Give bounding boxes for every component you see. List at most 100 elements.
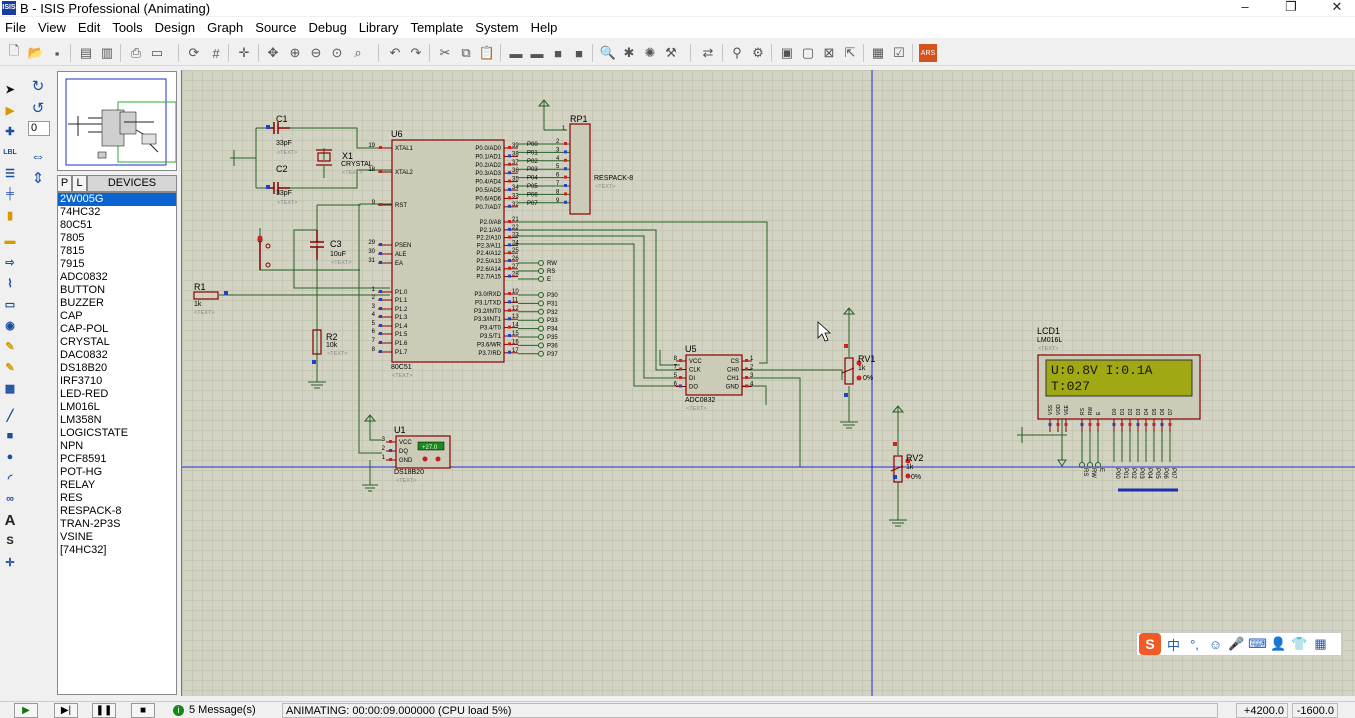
ime-language[interactable]: 中: [1166, 637, 1180, 653]
exit-to-parent-icon[interactable]: ⇱: [844, 45, 856, 60]
copy-icon[interactable]: ⧉: [461, 45, 471, 60]
box-icon[interactable]: ■: [6, 430, 14, 442]
lcd-display-lcd1[interactable]: U:0.8V I:0.1A T:027 LCD1 LM016L <TEXT>: [1037, 326, 1201, 492]
pan-icon[interactable]: ✥: [267, 45, 279, 60]
current-probe-icon[interactable]: ✎: [5, 361, 15, 374]
bill-of-materials-icon[interactable]: ▦: [871, 45, 885, 60]
library-manager-button[interactable]: L: [72, 175, 87, 192]
property-tool-icon[interactable]: ⚙: [752, 45, 764, 60]
circle-icon[interactable]: ●: [6, 451, 14, 463]
rotate-clockwise-icon[interactable]: ↻: [31, 78, 45, 95]
device-pins-icon[interactable]: ⇨: [5, 256, 15, 269]
device-item[interactable]: BUZZER: [60, 297, 104, 309]
generator-icon[interactable]: ◉: [5, 319, 15, 332]
device-item[interactable]: LM016L: [60, 401, 100, 413]
flip-horizontal-icon[interactable]: ⇔: [30, 147, 46, 165]
zoom-out-icon[interactable]: ⊖: [310, 45, 322, 60]
marker-icon[interactable]: ✛: [5, 556, 15, 569]
ares-icon[interactable]: ARS: [919, 44, 937, 62]
menu-edit[interactable]: Edit: [77, 20, 101, 35]
subcircuit-icon[interactable]: ▮: [6, 209, 14, 222]
capacitor-c3[interactable]: C3 10uF <TEXT>: [310, 230, 351, 266]
resistor-r2[interactable]: R2 10k <TEXT>: [308, 329, 347, 389]
new-file-icon[interactable]: 🗋: [8, 43, 20, 58]
menu-design[interactable]: Design: [154, 20, 196, 35]
device-item[interactable]: 80C51: [60, 219, 93, 231]
device-item[interactable]: RES: [60, 492, 83, 504]
device-item[interactable]: CAP-POL: [60, 323, 109, 335]
emoji-icon[interactable]: ☺: [1208, 636, 1223, 652]
potentiometer-rv1[interactable]: RV1 1k 0%: [840, 307, 875, 429]
device-item[interactable]: DS18B20: [60, 362, 108, 374]
reset-button-symbol[interactable]: [257, 235, 271, 271]
punctuation-icon[interactable]: °,: [1190, 636, 1199, 652]
maximize-button[interactable]: ❐: [1285, 0, 1297, 14]
paste-icon[interactable]: 📋: [478, 45, 496, 60]
rotate-anticlockwise-icon[interactable]: ↺: [31, 100, 45, 117]
menu-graph[interactable]: Graph: [207, 20, 244, 35]
device-item[interactable]: RELAY: [60, 479, 96, 491]
text-script-icon[interactable]: ☰: [5, 167, 15, 180]
resistor-pack-rp1[interactable]: RP1 RESPACK-8 <TEXT>: [569, 114, 633, 215]
pick-device-icon[interactable]: 🔍: [599, 45, 617, 60]
block-delete-icon[interactable]: ■: [575, 45, 583, 61]
grid-icon[interactable]: #: [212, 45, 220, 61]
ime-toolbar[interactable]: S 中 °, ☺ 🎤 ⌨ 👤 👕 ▦: [1136, 632, 1342, 656]
terminals-icon[interactable]: ▬: [4, 235, 16, 247]
device-item[interactable]: LM358N: [60, 414, 102, 426]
minimize-button[interactable]: –: [1241, 0, 1249, 14]
print-area-icon[interactable]: ▭: [150, 45, 164, 60]
menu-source[interactable]: Source: [255, 20, 297, 35]
device-item[interactable]: POT-HG: [60, 466, 103, 478]
microphone-icon[interactable]: 🎤: [1228, 636, 1245, 651]
menu-tools[interactable]: Tools: [112, 20, 143, 35]
wire-autorouter-icon[interactable]: ⇄: [702, 45, 714, 60]
virtual-instruments-icon[interactable]: ▩: [4, 382, 16, 395]
device-item[interactable]: [74HC32]: [60, 544, 107, 556]
device-item[interactable]: 7915: [60, 258, 85, 270]
packaging-icon[interactable]: ✺: [644, 45, 656, 60]
cut-icon[interactable]: ✂: [439, 45, 451, 60]
capacitor-c1[interactable]: C1 33pF <TEXT>: [266, 114, 297, 156]
device-item[interactable]: CAP: [60, 310, 83, 322]
redraw-icon[interactable]: ⟳: [188, 45, 200, 60]
device-item[interactable]: 7805: [60, 232, 85, 244]
device-item[interactable]: 74HC32: [60, 206, 101, 218]
search-tag-icon[interactable]: ⚲: [732, 45, 742, 60]
menu-help[interactable]: Help: [530, 20, 558, 35]
device-item[interactable]: LOGICSTATE: [60, 427, 129, 439]
menu-view[interactable]: View: [37, 20, 66, 35]
device-item[interactable]: ADC0832: [60, 271, 108, 283]
device-item[interactable]: 2W005G: [58, 193, 176, 206]
path-icon[interactable]: ∞: [6, 493, 14, 505]
block-copy-icon[interactable]: ▬: [509, 45, 523, 61]
play-button[interactable]: ▶: [14, 703, 38, 718]
microcontroller-u6[interactable]: U6 80C51 <TEXT>: [391, 129, 505, 379]
export-icon[interactable]: ▥: [100, 45, 114, 60]
goto-sheet-icon[interactable]: ⊠: [823, 45, 835, 60]
wire-label-icon[interactable]: LBL: [3, 148, 17, 156]
stop-button[interactable]: ■: [131, 703, 155, 718]
new-sheet-icon[interactable]: ▣: [780, 45, 794, 60]
menu-system[interactable]: System: [475, 20, 519, 35]
remove-sheet-icon[interactable]: ▢: [801, 45, 815, 60]
block-rotate-icon[interactable]: ■: [554, 45, 562, 61]
arc-icon[interactable]: ◜: [7, 472, 13, 485]
block-move-icon[interactable]: ▬: [530, 45, 544, 61]
device-item[interactable]: IRF3710: [60, 375, 103, 387]
resistor-r1[interactable]: R1 1k <TEXT>: [193, 282, 228, 316]
electrical-check-icon[interactable]: ☑: [893, 45, 905, 60]
print-icon[interactable]: ⎙: [130, 45, 142, 60]
device-item[interactable]: VSINE: [60, 531, 94, 543]
overview-window[interactable]: [57, 71, 177, 171]
device-item[interactable]: PCF8591: [60, 453, 107, 465]
component-mode-icon[interactable]: ▶: [5, 104, 15, 117]
decompose-icon[interactable]: ⚒: [665, 45, 677, 60]
device-item[interactable]: RESPACK-8: [60, 505, 122, 517]
make-device-icon[interactable]: ✱: [623, 45, 635, 60]
save-file-icon[interactable]: ▪: [54, 45, 60, 61]
device-item[interactable]: CRYSTAL: [60, 336, 110, 348]
temperature-sensor-u1[interactable]: +27.0 U1 DS18B20 <TEXT>: [362, 414, 451, 492]
